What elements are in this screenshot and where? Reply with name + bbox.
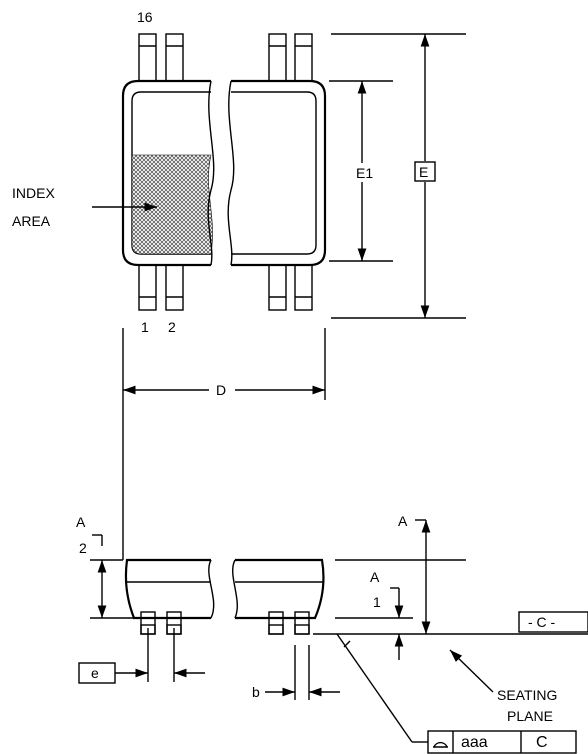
index-label-line1: INDEX — [12, 185, 55, 201]
top-view — [92, 33, 466, 560]
index-label-line2: AREA — [12, 213, 51, 229]
bottom-pins — [138, 260, 313, 311]
tolerance-value: aaa — [461, 734, 488, 751]
pin-16-label: 16 — [137, 9, 153, 25]
seating-label-line2: PLANE — [507, 708, 553, 724]
profile-symbol-icon — [433, 741, 448, 748]
a2-label-line1: A — [76, 514, 86, 530]
index-area-hatch — [131, 154, 213, 255]
body-left-half — [121, 79, 215, 267]
tolerance-frame — [427, 730, 577, 754]
dim-a1 — [335, 587, 413, 660]
a-label: A — [398, 513, 408, 529]
a1-label-line2: 1 — [373, 594, 381, 610]
d-label: D — [216, 382, 226, 398]
coplanarity-callout — [336, 633, 577, 754]
e-label: E — [419, 164, 428, 180]
pin-1-label: 1 — [141, 319, 149, 335]
pin-2-label: 2 — [168, 319, 176, 335]
side-view — [78, 519, 588, 754]
datum-c-box — [518, 611, 588, 633]
seating-plane — [313, 611, 588, 693]
e1-label: E1 — [356, 165, 373, 181]
body-right-half — [227, 79, 327, 267]
dim-e — [331, 33, 466, 319]
datum-c-label: - C - — [528, 614, 556, 630]
side-leads — [140, 611, 310, 635]
top-pins — [138, 33, 313, 83]
pitch-label: e — [91, 665, 99, 681]
e-basic-box — [414, 161, 436, 182]
dim-pitch — [78, 628, 205, 684]
dim-b — [265, 645, 340, 700]
dim-d — [122, 328, 326, 560]
a2-label-line2: 2 — [79, 540, 87, 556]
tolerance-datum: C — [536, 734, 548, 751]
a1-label-line1: A — [370, 569, 380, 585]
seating-label-line1: SEATING — [497, 687, 557, 703]
dim-a2 — [90, 534, 134, 619]
dim-e1 — [329, 80, 393, 262]
b-label: b — [252, 684, 260, 700]
dim-a — [335, 519, 466, 634]
